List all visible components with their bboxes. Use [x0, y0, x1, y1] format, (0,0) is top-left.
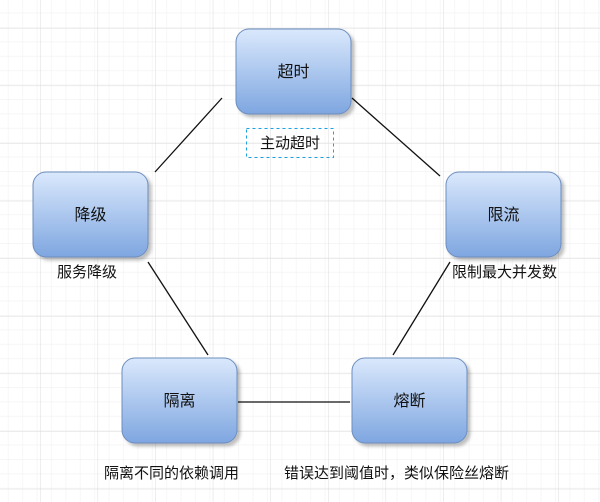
- node-label: 超时: [277, 62, 309, 81]
- edge-ratelimit-circuit[interactable]: [392, 261, 451, 356]
- node-label: 限流: [487, 205, 519, 224]
- node-label: 降级: [74, 205, 106, 224]
- note-degrade: 服务降级: [57, 263, 117, 281]
- node-label: 熔断: [393, 391, 425, 410]
- edge-degrade-isolate[interactable]: [147, 261, 209, 356]
- node-degrade[interactable]: 降级: [32, 171, 149, 258]
- edges: [147, 97, 451, 403]
- note-timeout[interactable]: 主动超时: [246, 128, 334, 158]
- node-timeout[interactable]: 超时: [235, 28, 352, 115]
- note-isolate: 隔离不同的依赖调用: [104, 464, 239, 482]
- note-label: 主动超时: [260, 134, 320, 152]
- node-circuit[interactable]: 熔断: [351, 357, 468, 444]
- node-ratelimit[interactable]: 限流: [445, 171, 562, 258]
- edge-timeout-degrade[interactable]: [154, 97, 223, 173]
- node-label: 隔离: [163, 391, 195, 410]
- node-isolate[interactable]: 隔离: [121, 357, 238, 444]
- edge-timeout-ratelimit[interactable]: [351, 97, 441, 177]
- note-circuit: 错误达到阈值时，类似保险丝熔断: [284, 464, 509, 482]
- note-ratelimit: 限制最大并发数: [452, 263, 557, 281]
